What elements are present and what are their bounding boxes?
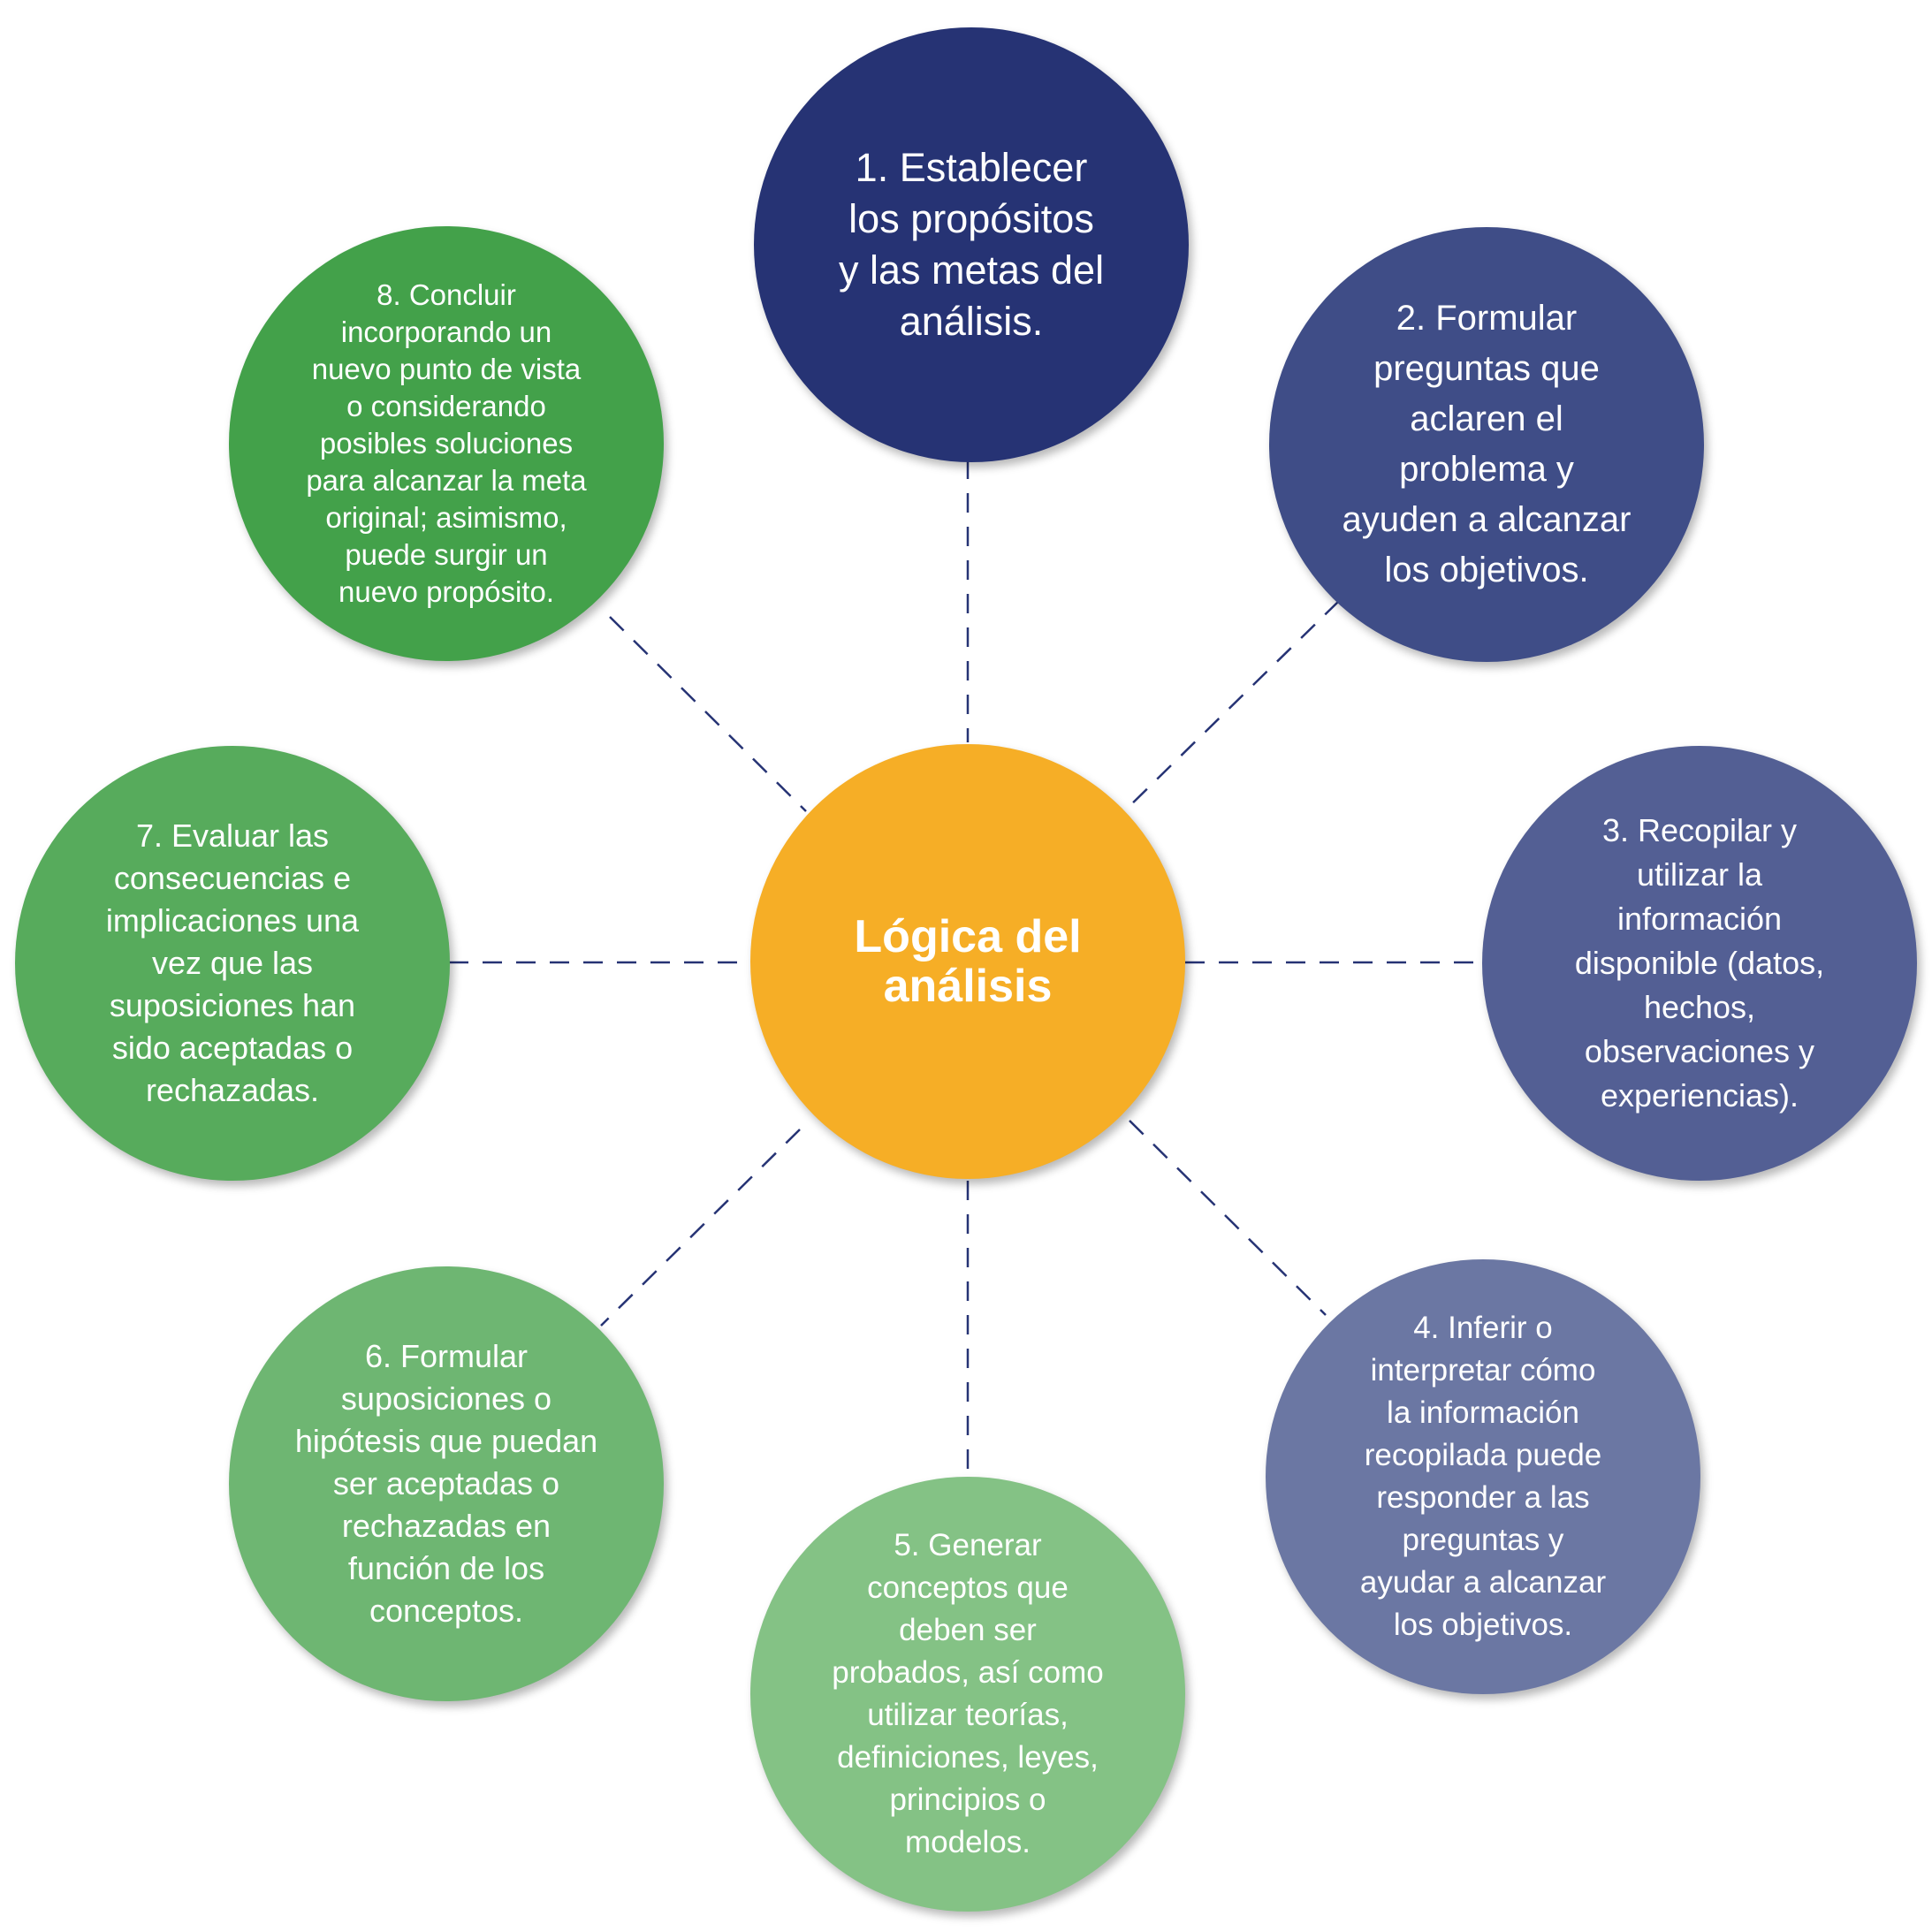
center-circle: Lógica del análisis: [750, 744, 1185, 1179]
step-1-label: 1. Establecer los propósitos y las metas…: [838, 145, 1105, 344]
connector-4: [1129, 1120, 1327, 1316]
step-6-circle: 6. Formular suposiciones o hipótesis que…: [229, 1266, 664, 1701]
step-3-circle: 3. Recopilar y utilizar la información d…: [1482, 746, 1917, 1181]
step-4-circle: 4. Inferir o interpretar cómo la informa…: [1266, 1259, 1700, 1694]
step-3-label: 3. Recopilar y utilizar la información d…: [1574, 812, 1825, 1114]
step-1-circle: 1. Establecer los propósitos y las metas…: [754, 27, 1189, 462]
step-2-label: 2. Formular preguntas que aclaren el pro…: [1342, 299, 1632, 589]
step-5-circle: 5. Generar conceptos que deben ser proba…: [750, 1477, 1185, 1912]
step-8-label: 8. Concluir incorporando un nuevo punto …: [306, 278, 587, 608]
connector-8: [609, 616, 807, 812]
step-7-circle: 7. Evaluar las consecuencias e implicaci…: [15, 746, 450, 1181]
step-5-label: 5. Generar conceptos que deben ser proba…: [832, 1528, 1104, 1859]
step-2-circle: 2. Formular preguntas que aclaren el pro…: [1269, 227, 1704, 662]
connector-6: [600, 1129, 801, 1327]
step-7-label: 7. Evaluar las consecuencias e implicaci…: [105, 817, 360, 1108]
step-4-label: 4. Inferir o interpretar cómo la informa…: [1359, 1311, 1607, 1642]
step-6-label: 6. Formular suposiciones o hipótesis que…: [294, 1338, 598, 1629]
center-label: Lógica del análisis: [854, 911, 1082, 1012]
step-8-circle: 8. Concluir incorporando un nuevo punto …: [229, 226, 664, 661]
connector-2: [1123, 600, 1340, 812]
